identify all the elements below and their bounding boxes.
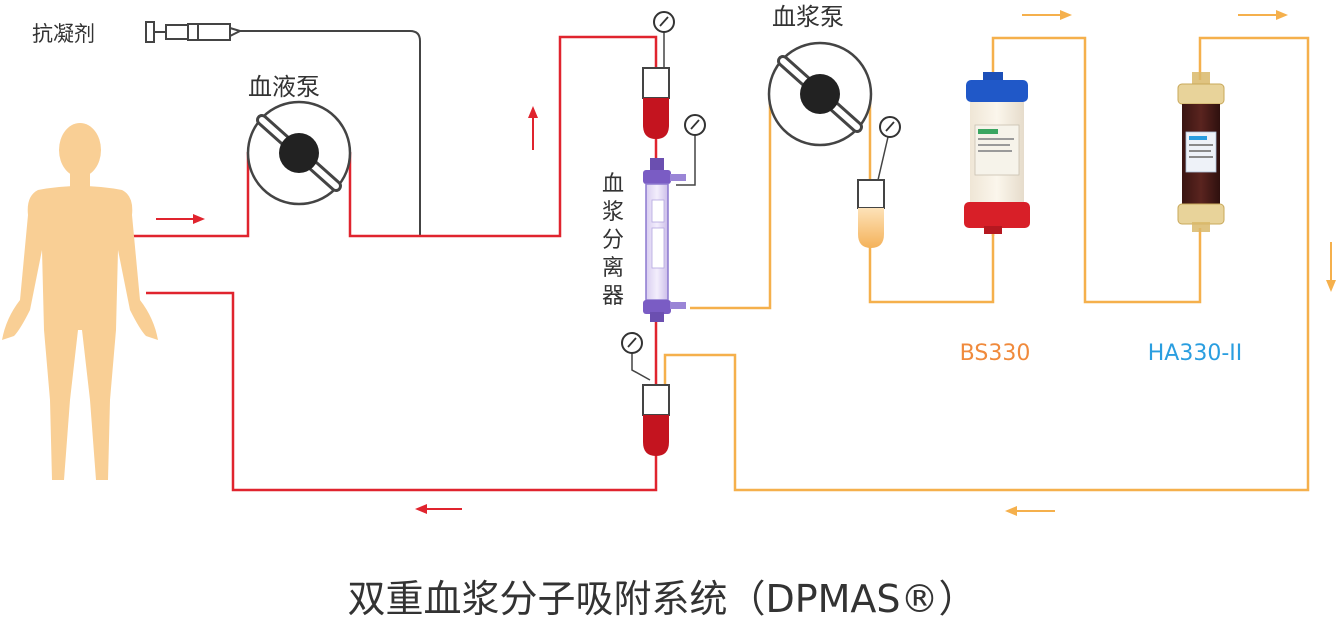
- ha330-label: HA330-II: [1148, 341, 1243, 366]
- patient-figure-icon: [2, 123, 158, 480]
- blood-line-out: [130, 152, 250, 238]
- bs330-cartridge-icon: [964, 72, 1030, 234]
- plasma-line-separator-to-pump: [690, 92, 772, 310]
- venous-drip-chamber-icon: [642, 384, 670, 456]
- plasma-line-ha330-top: [663, 36, 1310, 492]
- arrow-left-icon: [1005, 506, 1055, 516]
- anticoagulant-line: [238, 30, 421, 236]
- diagram-title: 双重血浆分子吸附系统（DPMAS®）: [347, 577, 976, 621]
- blood-pump-label: 血液泵: [248, 73, 320, 101]
- plasma-separator-label-1: 血: [602, 172, 624, 197]
- plasma-line-bag-to-bs330: [868, 36, 1202, 304]
- plasma-drip-chamber-icon: [857, 179, 885, 248]
- pressure-gauge-icon: [877, 116, 901, 181]
- plasma-separator-label-2: 浆: [602, 200, 624, 225]
- anticoagulant-label: 抗凝剂: [32, 22, 95, 46]
- pressure-gauge-icon: [676, 114, 706, 186]
- arterial-drip-chamber-icon: [642, 67, 670, 139]
- arrow-right-icon: [156, 214, 205, 224]
- arrow-up-icon: [528, 106, 538, 150]
- arrow-right-icon: [1238, 10, 1288, 20]
- plasma-pump-label: 血浆泵: [772, 3, 844, 31]
- arrow-right-icon: [1022, 10, 1072, 20]
- arrow-left-icon: [415, 504, 462, 514]
- plasma-separator-label-3: 分: [602, 228, 624, 253]
- pressure-gauge-icon: [621, 332, 651, 381]
- plasma-separator-label-5: 器: [602, 284, 624, 309]
- syringe-icon: [145, 21, 243, 43]
- pressure-gauge-icon: [653, 11, 675, 68]
- blood-line-return-lower: [146, 291, 658, 492]
- blood-pump-icon: [246, 100, 352, 206]
- plasma-pump-icon: [767, 41, 873, 147]
- plasma-separator-icon: [643, 158, 686, 322]
- blood-line-pump-to-separator: [348, 35, 658, 238]
- ha330-cartridge-icon: [1177, 72, 1225, 232]
- arrow-down-icon: [1326, 242, 1336, 292]
- bs330-label: BS330: [960, 341, 1031, 366]
- plasma-separator-label-4: 离: [602, 256, 624, 281]
